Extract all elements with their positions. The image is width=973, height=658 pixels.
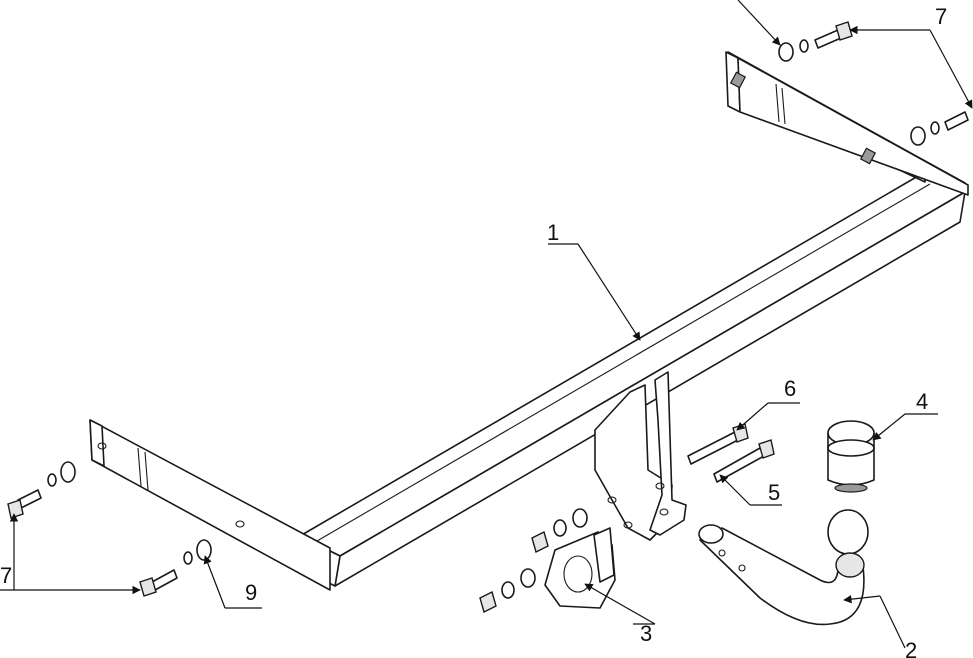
callout-5: 5 [768,480,780,505]
tow-ball-cap [827,420,875,493]
right-lower-fasteners [910,111,969,146]
bolt-5 [713,439,775,483]
callout-2: 2 [905,638,917,658]
right-upper-fasteners [778,21,853,62]
callout-7-left: 7 [0,563,12,588]
callout-4: 4 [916,389,928,414]
callout-7-right: 7 [935,4,947,29]
socket-plate [544,527,616,609]
left-side-bracket [89,419,331,591]
callout-9: 9 [245,580,257,605]
callout-6: 6 [784,376,796,401]
tow-ball-neck [698,509,869,626]
left-upper-fasteners [7,461,76,519]
right-side-bracket [725,51,969,196]
bolt-6 [687,423,749,465]
callout-1: 1 [547,220,559,245]
left-lower-fasteners [139,539,212,597]
callout-3: 3 [640,621,652,646]
center-fasteners-lower [479,568,536,614]
center-fasteners-upper [531,508,588,554]
center-mounting-plate [594,371,687,541]
